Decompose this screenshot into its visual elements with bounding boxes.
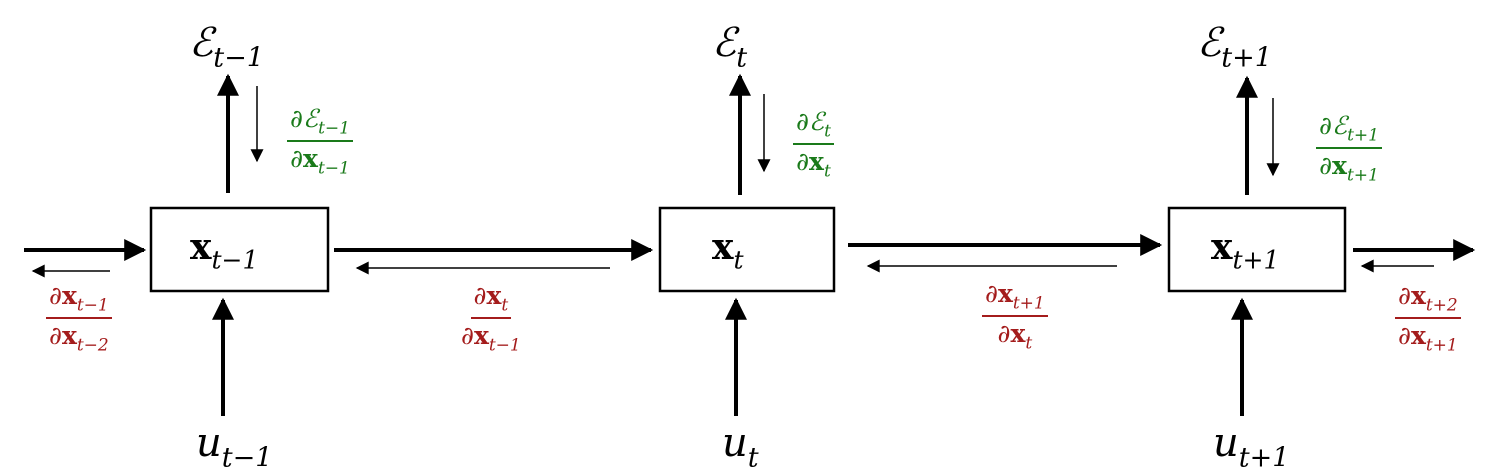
input-label-t-plus-1: ut+1: [1213, 420, 1290, 474]
state-box-t-minus-1: [149, 206, 330, 293]
state-label-t-plus-1: xt+1: [1211, 226, 1280, 275]
state-box-t: [658, 206, 836, 293]
error-label-t: ℰt: [712, 20, 748, 74]
input-label-t-minus-1: ut−1: [196, 420, 273, 474]
state-label-t-minus-1: xt−1: [190, 226, 259, 275]
state-box-t-plus-1: [1167, 206, 1347, 293]
state-gradient-1: ∂xt ∂xt−1: [461, 281, 521, 356]
error-gradient-t-minus-1: ∂ℰt−1 ∂xt−1: [287, 105, 353, 178]
error-label-t-plus-1: ℰt+1: [1197, 20, 1272, 74]
error-label-t-minus-1: ℰt−1: [189, 20, 264, 74]
state-gradient-3: ∂xt+2 ∂xt+1: [1395, 282, 1461, 355]
state-gradient-0: ∂xt−1 ∂xt−2: [46, 282, 112, 355]
state-label-t: xt: [712, 226, 744, 275]
error-gradient-t: ∂ℰt ∂xt: [793, 108, 834, 181]
error-gradient-t-plus-1: ∂ℰt+1 ∂xt+1: [1316, 112, 1382, 185]
state-gradient-2: ∂xt+1 ∂xt: [982, 280, 1048, 353]
input-label-t: ut: [722, 420, 759, 474]
